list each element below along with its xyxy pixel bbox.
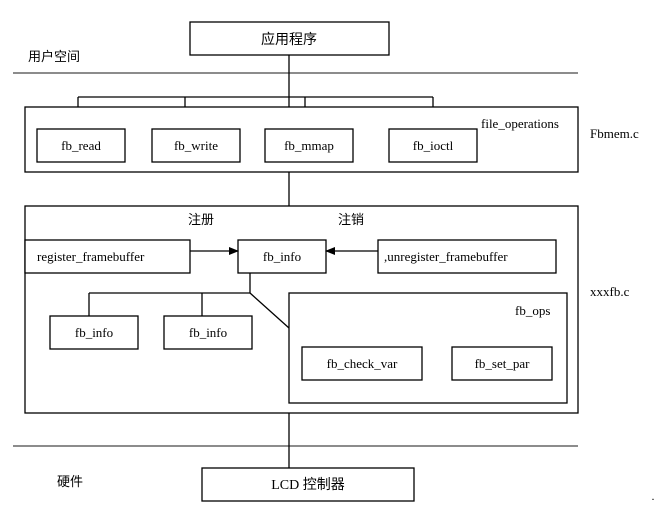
fb-read-box (36, 128, 126, 163)
unregister-framebuffer-label: ,unregister_framebuffer (384, 249, 508, 264)
fbmem-file-label: Fbmem.c (590, 126, 639, 141)
fb-check-var-label: fb_check_var (327, 356, 398, 371)
register-framebuffer-box (24, 239, 191, 274)
corner-mark: · (651, 492, 655, 506)
fb-ioctl-box (388, 128, 478, 163)
app-label: 应用程序 (261, 31, 317, 48)
unregister-framebuffer-box (377, 239, 557, 274)
unregister-label: 注销 (338, 213, 364, 228)
fb-write-box (151, 128, 241, 163)
fb-info-center-label: fb_info (263, 249, 301, 264)
fb-info-center-box (237, 239, 327, 274)
fbinfo-to-fbops-diagonal (249, 292, 290, 329)
xxxfb-file-label: xxxfb.c (590, 284, 630, 299)
fb-ops-label: fb_ops (515, 303, 550, 318)
app-box (189, 21, 390, 56)
hardware-label: 硬件 (57, 475, 83, 490)
lcd-controller-box (201, 467, 415, 502)
fb-info-left-label: fb_info (75, 325, 113, 340)
fb-check-var-box (301, 346, 423, 381)
register-label: 注册 (188, 213, 214, 228)
fb-read-label: fb_read (61, 138, 101, 153)
file-operations-label: file_operations (481, 116, 559, 131)
register-framebuffer-label: register_framebuffer (37, 249, 145, 264)
fb-write-label: fb_write (174, 138, 218, 153)
fb-mmap-label: fb_mmap (284, 138, 334, 153)
fb-set-par-box (451, 346, 553, 381)
fb-info-right-box (163, 315, 253, 350)
fb-ioctl-label: fb_ioctl (413, 138, 454, 153)
fb-mmap-box (264, 128, 354, 163)
user-space-label: 用户空间 (28, 49, 80, 65)
lcd-controller-label: LCD 控制器 (271, 477, 345, 493)
fb-info-right-label: fb_info (189, 325, 227, 340)
fb-set-par-label: fb_set_par (475, 356, 531, 371)
fb-info-left-box (49, 315, 139, 350)
